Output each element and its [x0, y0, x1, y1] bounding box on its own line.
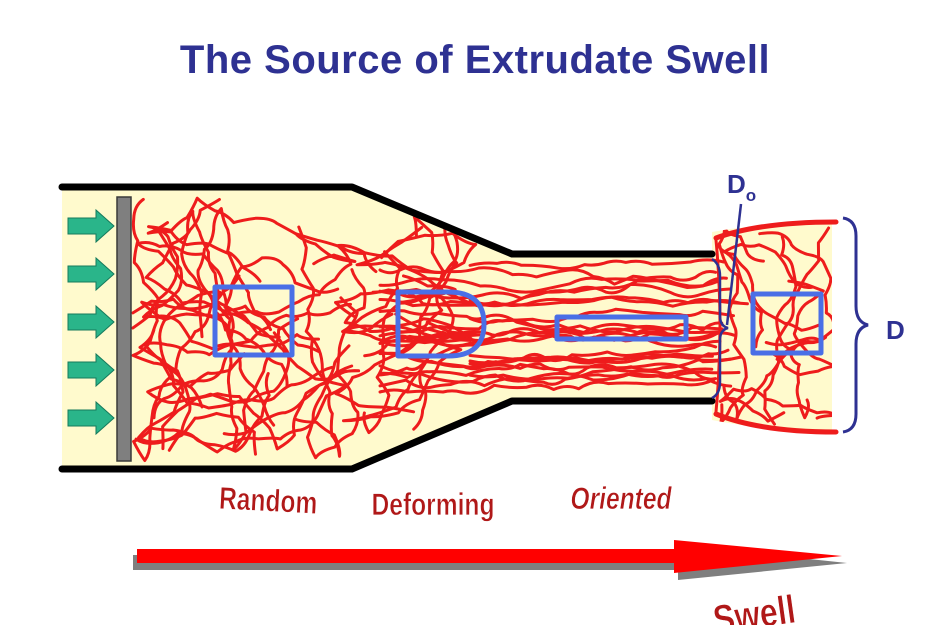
- piston-plate: [116, 196, 132, 462]
- stage-label-oriented: Oriented: [570, 480, 672, 516]
- d0-pointer-line: [725, 203, 743, 326]
- polymer-chain: [222, 311, 361, 437]
- polymer-chain: [342, 337, 463, 423]
- d0-label: Do: [727, 169, 756, 205]
- extrudate-top-edge: [713, 219, 839, 241]
- marker-box-deforming: [395, 289, 487, 359]
- polymer-chain: [468, 370, 741, 381]
- polymer-chain: [146, 331, 291, 404]
- polymer-chain: [718, 243, 748, 425]
- polymer-chain: [140, 274, 320, 351]
- polymer-chain: [378, 357, 733, 390]
- polymer-chain: [174, 209, 221, 372]
- polymer-chain: [468, 258, 726, 271]
- stage-label-swell: Swell: [710, 586, 798, 625]
- polymer-chain: [758, 231, 832, 347]
- extrudate-bottom-edge: [713, 411, 839, 435]
- polymer-chain: [770, 279, 832, 377]
- marker-box-swell: [750, 291, 824, 356]
- process-arrow: [133, 540, 847, 580]
- flow-arrow: [67, 208, 115, 244]
- polymer-chain: [144, 198, 321, 353]
- polymer-chain: [362, 274, 457, 435]
- d0-annotation: Do: [711, 169, 756, 400]
- polymer-chain: [131, 197, 192, 452]
- flow-arrow: [67, 352, 115, 388]
- polymer-chain: [143, 302, 352, 409]
- stage-label-random: Random: [218, 480, 318, 521]
- d-label: D: [886, 315, 905, 345]
- diagram-title: The Source of Extrudate Swell: [179, 38, 771, 82]
- polymer-chain: [142, 229, 276, 427]
- polymer-chain: [378, 326, 724, 345]
- flow-arrow: [67, 256, 115, 292]
- process-arrow-body: [137, 540, 842, 573]
- polymer-chain: [378, 378, 716, 395]
- polymer-chain: [378, 362, 718, 381]
- marker-box-oriented: [554, 314, 689, 342]
- polymer-chain: [341, 250, 481, 345]
- marker-box-random: [212, 284, 295, 358]
- die-lower-wall: [58, 397, 716, 473]
- polymer-chain: [196, 207, 289, 388]
- polymer-chain: [468, 352, 714, 364]
- polymer-chain: [378, 269, 718, 294]
- marker-boxes: [212, 284, 824, 359]
- polymer-chain: [306, 296, 360, 460]
- polymer-chain: [468, 295, 741, 308]
- polymer-chain: [146, 196, 357, 266]
- polymer-chains: [131, 196, 832, 462]
- polymer-chain: [723, 242, 814, 349]
- die-walls: [58, 183, 716, 473]
- d-brace: [842, 216, 869, 434]
- die-upper-wall: [58, 183, 716, 258]
- d-annotation: D: [842, 216, 905, 434]
- polymer-chain: [161, 344, 351, 451]
- polymer-chain: [716, 226, 821, 332]
- polymer-chain: [763, 226, 831, 426]
- polymer-chain: [293, 225, 342, 458]
- polymer-chain: [131, 232, 353, 319]
- polymer-chain: [468, 352, 743, 367]
- stage-labels: Random Deforming Oriented Swell: [218, 479, 799, 625]
- polymer-chain: [378, 309, 723, 334]
- extrudate-fluid: [712, 223, 832, 430]
- polymer-chain: [718, 387, 832, 423]
- d0-bracket: [711, 257, 729, 400]
- flow-arrows: [67, 208, 115, 436]
- stage-label-deforming: Deforming: [372, 486, 495, 522]
- flow-arrow: [67, 304, 115, 340]
- flow-arrow: [67, 400, 115, 436]
